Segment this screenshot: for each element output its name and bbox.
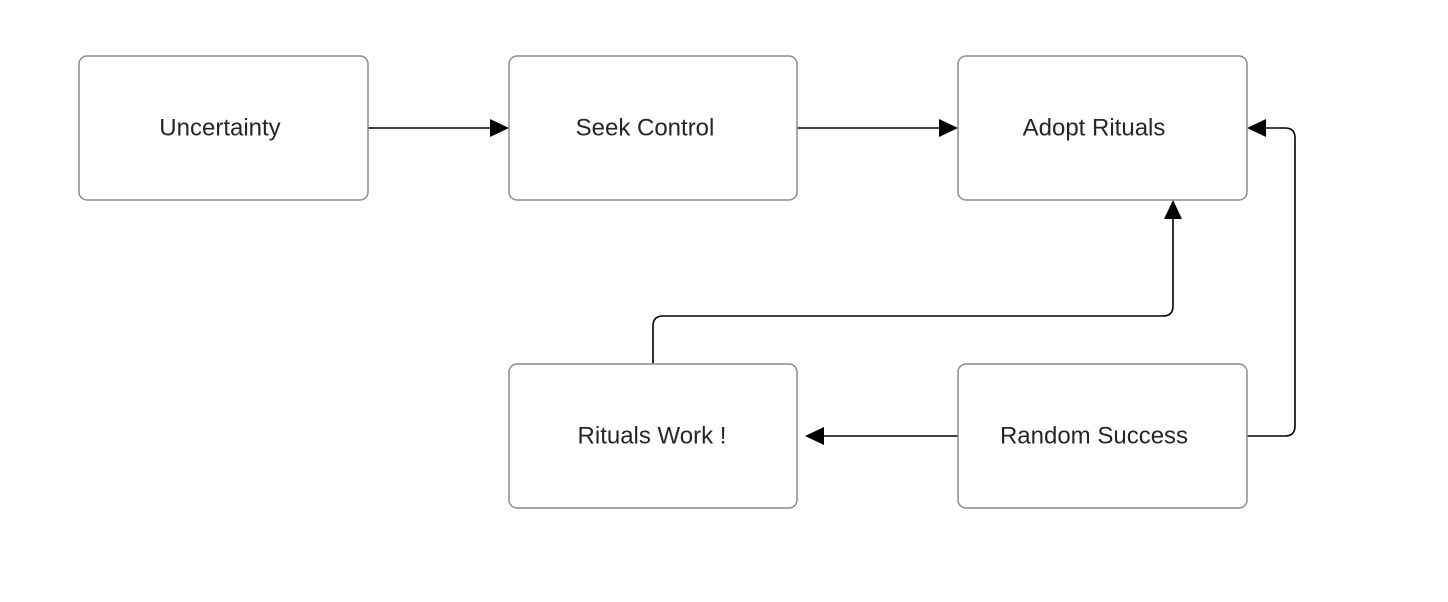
- node-adopt-rituals[interactable]: Adopt Rituals: [957, 55, 1248, 201]
- node-random-success-box: [957, 363, 1248, 509]
- node-random-success[interactable]: Random Success: [957, 363, 1248, 509]
- node-random-success-label: Random Success: [1000, 423, 1188, 450]
- edge-random-success-to-adopt-rituals: [1247, 127, 1296, 437]
- arrowhead-seek-control-left: [490, 119, 509, 137]
- node-uncertainty-box: [78, 55, 369, 201]
- node-uncertainty[interactable]: Uncertainty: [78, 55, 369, 201]
- node-seek-control[interactable]: Seek Control: [508, 55, 798, 201]
- node-rituals-work-label: Rituals Work !: [578, 423, 727, 450]
- node-rituals-work-box: [508, 363, 798, 509]
- node-rituals-work[interactable]: Rituals Work !: [508, 363, 798, 509]
- node-seek-control-box: [508, 55, 798, 201]
- arrowhead-adopt-rituals-left: [939, 119, 958, 137]
- edge-rituals-work-to-adopt-rituals: [652, 217, 1174, 364]
- arrowhead-rituals-work-right: [805, 427, 824, 445]
- node-seek-control-label: Seek Control: [576, 115, 715, 142]
- arrowhead-adopt-rituals-right: [1247, 119, 1266, 137]
- edges: [368, 119, 1296, 445]
- arrowhead-adopt-rituals-bottom: [1164, 200, 1182, 219]
- node-adopt-rituals-label: Adopt Rituals: [1023, 115, 1166, 142]
- node-adopt-rituals-box: [957, 55, 1248, 201]
- node-uncertainty-label: Uncertainty: [159, 115, 280, 142]
